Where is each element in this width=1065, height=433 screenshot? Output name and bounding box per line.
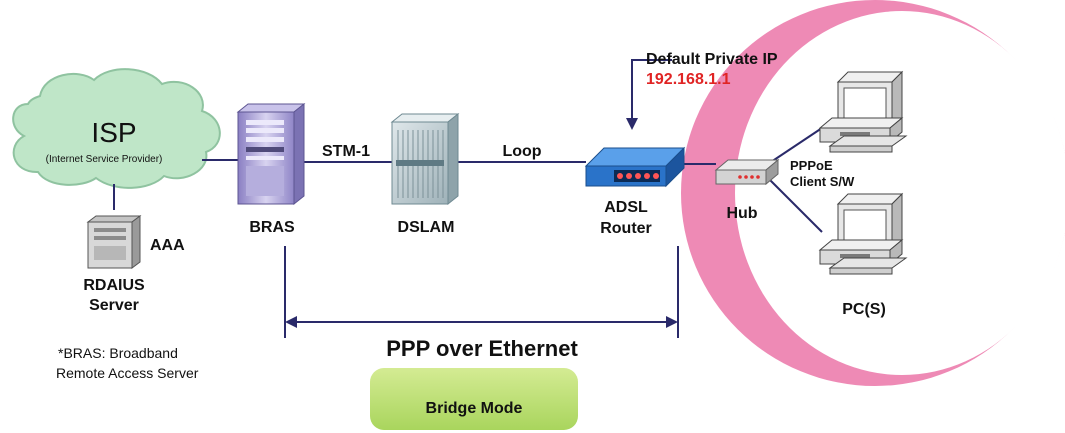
router-label-line1: ADSL <box>604 199 648 216</box>
footnote-line1: *BRAS: Broadband <box>58 345 178 361</box>
hub-icon <box>714 158 780 186</box>
dslam-label: DSLAM <box>398 219 455 236</box>
hub-pc1-link <box>767 127 823 165</box>
isp-title: ISP <box>91 117 136 148</box>
default-ip-arrow <box>626 59 672 130</box>
ppp-over-ethernet-label: PPP over Ethernet <box>386 336 578 361</box>
pc-icon <box>818 192 908 275</box>
pcs-label: PC(S) <box>842 301 886 318</box>
pc-icon <box>818 70 908 153</box>
hub-pc2-link <box>767 177 823 233</box>
isp-cloud-icon <box>12 68 221 189</box>
bridge-mode-label: Bridge Mode <box>426 400 523 417</box>
isp-subtitle: (Internet Service Provider) <box>46 154 163 165</box>
default-ip-label: Default Private IP <box>646 51 778 68</box>
radius-label-line2: Server <box>89 297 139 314</box>
loop-label: Loop <box>502 143 541 160</box>
dslam-rack-icon <box>390 112 460 206</box>
footnote-line2: Remote Access Server <box>56 365 199 381</box>
bras-server-icon <box>236 102 306 206</box>
bridge-mode-box <box>370 368 578 430</box>
aaa-server-icon <box>86 215 142 269</box>
router-label-line2: Router <box>600 220 652 237</box>
radius-label-line1: RDAIUS <box>83 277 145 294</box>
hub-label: Hub <box>726 205 757 222</box>
bras-label: BRAS <box>249 219 295 236</box>
pink-ring <box>681 0 1065 386</box>
pppoe-label-line2: Client S/W <box>790 174 855 189</box>
pppoe-label-line1: PPPoE <box>790 158 833 173</box>
aaa-label: AAA <box>150 237 185 254</box>
default-ip-value: 192.168.1.1 <box>646 71 731 88</box>
stm1-label: STM-1 <box>322 143 370 160</box>
adsl-router-icon <box>584 146 686 188</box>
